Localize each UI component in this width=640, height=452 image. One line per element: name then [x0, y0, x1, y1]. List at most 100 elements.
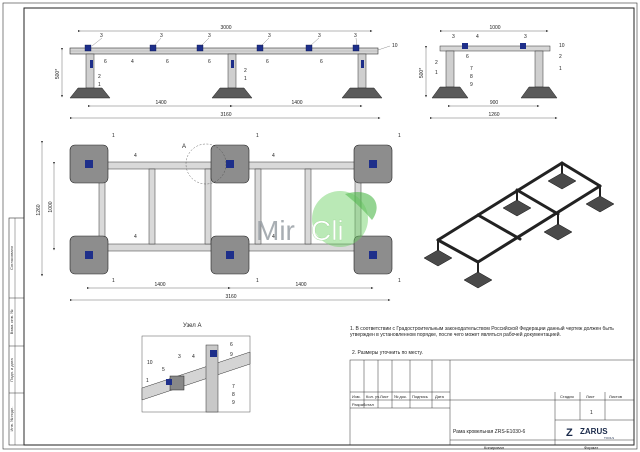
front-callout: 1 — [98, 82, 101, 88]
front-callout-tag: 10 — [392, 43, 398, 49]
copied-label: Копировал — [484, 445, 505, 450]
plan-height-inner: 1000 — [48, 201, 54, 212]
watermark: Mir Cli — [256, 191, 377, 247]
isometric-view — [423, 161, 615, 289]
detail-callout: 8 — [232, 392, 235, 398]
col-izm: Изм. — [352, 394, 361, 399]
front-callout: 6 — [166, 59, 169, 65]
detail-callout: 9 — [232, 400, 235, 406]
detail-callout: 3 — [178, 354, 181, 360]
side-callout: 4 — [476, 34, 479, 40]
front-total-length: 3160 — [220, 112, 231, 118]
col-doc: № док. — [394, 394, 407, 399]
front-callout: 4 — [131, 59, 134, 65]
plan-bases — [69, 144, 393, 275]
side-base-span: 900 — [490, 100, 499, 106]
plan-cross-beams — [98, 168, 362, 245]
plan-callout: 4 — [134, 234, 137, 240]
note-2: 2. Размеры уточнить по месту. — [352, 350, 423, 356]
side-view: 1000 500* 900 1260 3 4 3 6 7 8 9 2 1 10 … — [419, 25, 565, 120]
sheet-number: 1 — [590, 410, 593, 416]
plan-span-right: 1400 — [295, 282, 306, 288]
side-total-length: 1260 — [488, 112, 499, 118]
title-block-text: Изм. Кол. уч. Лист № док. Подпись Дата Р… — [352, 394, 622, 450]
front-callout: 3 — [354, 33, 357, 39]
front-callout: 6 — [104, 59, 107, 65]
notes: 1. В соответствии с Градостроительным за… — [350, 326, 614, 356]
detail-title: Узел А — [183, 323, 201, 329]
plan-height-outer: 1260 — [36, 204, 42, 215]
plan-callout: 4 — [134, 153, 137, 159]
side-stamp: Согласовано Взам. инв. № Подп. и дата Ин… — [8, 217, 25, 446]
detail-callout: 7 — [232, 384, 235, 390]
front-callout: 6 — [266, 59, 269, 65]
plan-span-left: 1400 — [154, 282, 165, 288]
detail-callout: 4 — [192, 354, 195, 360]
developer-label: Разработал — [352, 402, 374, 407]
detail-callout: 9 — [230, 352, 233, 358]
title-block — [349, 359, 635, 446]
front-clamps — [84, 44, 360, 52]
plan-view: A 1260 1000 1400 1400 3160 1 1 1 4 4 4 4… — [36, 133, 401, 302]
plan-callout: 4 — [272, 153, 275, 159]
detail-callout: 1 — [146, 378, 149, 384]
col-list: Лист — [380, 394, 389, 399]
plan-total-length: 3160 — [225, 294, 236, 300]
front-callout: 3 — [268, 33, 271, 39]
front-callout: 6 — [208, 59, 211, 65]
side-callout: 2 — [435, 60, 438, 66]
detail-callout: 5 — [162, 367, 165, 373]
stamp-agreed: Согласовано — [9, 245, 14, 270]
front-callout: 3 — [208, 33, 211, 39]
side-width-label: 1000 — [489, 25, 500, 31]
front-callout: 3 — [318, 33, 321, 39]
side-callout: 6 — [466, 54, 469, 60]
col-kol: Кол. уч. — [366, 394, 380, 399]
plan-callout: 1 — [256, 278, 259, 284]
front-legs — [69, 53, 383, 99]
format-label: Формат — [584, 445, 598, 450]
front-span-right: 1400 — [291, 100, 302, 106]
col-sign: Подпись — [412, 394, 428, 399]
front-view: 3000 500* 1400 1400 3160 — [55, 25, 398, 120]
detail-callout: 6 — [230, 342, 233, 348]
side-callout: 7 — [470, 66, 473, 72]
front-width-label: 3000 — [220, 25, 231, 31]
front-callout: 1 — [244, 76, 247, 82]
col-date: Дата — [435, 394, 445, 399]
side-callout: 10 — [559, 43, 565, 49]
logo-sub: TOOLS — [604, 436, 614, 440]
side-callout: 2 — [559, 54, 562, 60]
side-callout: 1 — [435, 70, 438, 76]
front-callout: 2 — [98, 74, 101, 80]
sheet-label: Лист — [586, 394, 595, 399]
plan-callout: 1 — [398, 278, 401, 284]
front-callout: 6 — [320, 59, 323, 65]
detail-callout: 10 — [147, 360, 153, 366]
side-callout: 8 — [470, 74, 473, 80]
front-callout: 3 — [100, 33, 103, 39]
side-callout: 9 — [470, 82, 473, 88]
plan-callout: 1 — [112, 133, 115, 139]
side-callout: 3 — [524, 34, 527, 40]
zarus-logo: Z ZARUS TOOLS — [566, 427, 614, 440]
plan-callout: 4 — [272, 234, 275, 240]
note-1: 1. В соответствии с Градостроительным за… — [350, 326, 614, 339]
watermark-mir: Mir — [256, 215, 295, 246]
front-span-left: 1400 — [155, 100, 166, 106]
stage-label: Стадия — [560, 394, 574, 399]
front-height-label: 500* — [55, 69, 61, 79]
sheets-label: Листов — [609, 394, 622, 399]
side-height-label: 500* — [419, 68, 425, 78]
side-callout: 1 — [559, 66, 562, 72]
side-rail — [439, 45, 551, 52]
stamp-inv: Инв. № подл. — [9, 407, 14, 432]
stamp-replace: Взам. инв. № — [9, 310, 14, 335]
front-callout: 3 — [160, 33, 163, 39]
logo-text: ZARUS — [580, 427, 608, 436]
watermark-cli: Cli — [311, 215, 344, 246]
plan-callout: 1 — [112, 278, 115, 284]
front-callout: 2 — [244, 68, 247, 74]
